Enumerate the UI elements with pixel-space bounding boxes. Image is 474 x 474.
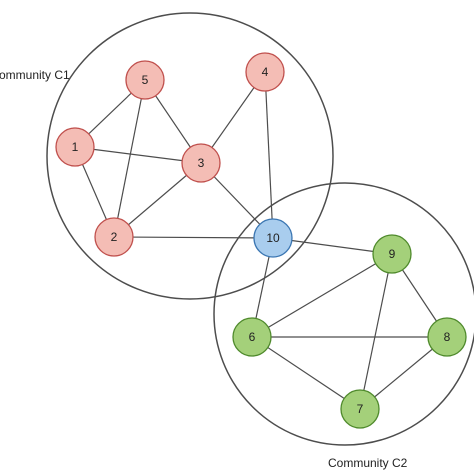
node-7[interactable]: 7 (340, 389, 380, 429)
edge-2-10 (113, 236, 274, 239)
node-10[interactable]: 10 (253, 218, 293, 258)
node-8-label: 8 (444, 330, 451, 344)
node-3-circle (181, 143, 221, 183)
community-c2-boundary (213, 182, 474, 446)
node-6[interactable]: 6 (232, 317, 272, 357)
community-c2-label: Community C2 (328, 456, 408, 470)
node-6-label: 6 (249, 330, 256, 344)
edge-6-7 (251, 336, 361, 410)
node-10-label: 10 (266, 231, 280, 245)
edge-1-3 (74, 146, 202, 164)
edge-10-9 (272, 237, 393, 255)
node-2[interactable]: 2 (94, 217, 134, 257)
node-1[interactable]: 1 (55, 127, 95, 167)
node-10-circle (253, 218, 293, 258)
node-4[interactable]: 4 (245, 52, 285, 92)
node-9-circle (372, 234, 412, 274)
node-1-label: 1 (72, 140, 79, 154)
node-9-label: 9 (389, 247, 396, 261)
node-5-label: 5 (142, 73, 149, 87)
node-3[interactable]: 3 (181, 143, 221, 183)
node-6-circle (232, 317, 272, 357)
node-4-label: 4 (262, 65, 269, 79)
community-c1-boundary (46, 12, 334, 300)
node-7-circle (340, 389, 380, 429)
node-9[interactable]: 9 (372, 234, 412, 274)
node-8[interactable]: 8 (427, 317, 467, 357)
node-5-circle (125, 60, 165, 100)
node-1-circle (55, 127, 95, 167)
edge-5-2 (113, 79, 146, 238)
community-c1-label: ommunity C1 (0, 68, 70, 82)
edge-9-6 (251, 253, 393, 338)
node-3-label: 3 (198, 156, 205, 170)
node-4-circle (245, 52, 285, 92)
node-5[interactable]: 5 (125, 60, 165, 100)
node-2-circle (94, 217, 134, 257)
node-8-circle (427, 317, 467, 357)
edge-4-10 (264, 71, 274, 239)
edge-9-7 (359, 253, 393, 410)
node-7-label: 7 (357, 402, 364, 416)
node-2-label: 2 (111, 230, 118, 244)
communities-layer: ommunity C1 Community C2 (0, 12, 474, 470)
nodes-layer: 1 2 3 4 5 6 7 8 9 10 (55, 52, 467, 429)
